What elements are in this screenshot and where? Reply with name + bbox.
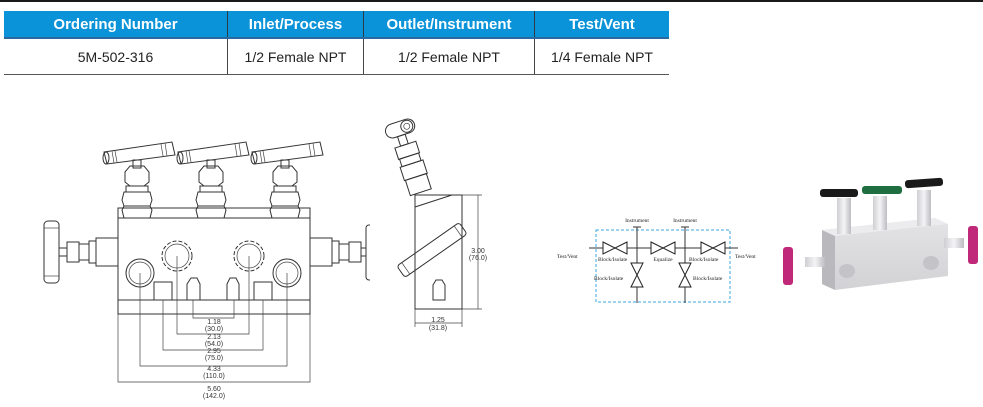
- handle-magenta-right: [968, 226, 978, 264]
- manifold-3d-handles: [783, 177, 978, 285]
- dimension-lines: [117, 256, 311, 383]
- top-rule: [0, 0, 983, 2]
- header-test-vent: Test/Vent: [534, 11, 669, 39]
- valve-bonnets: [121, 159, 301, 219]
- dim-4-inch: 4.33: [207, 366, 221, 373]
- handle-green-middle: [862, 186, 902, 194]
- header-ordering-number: Ordering Number: [4, 11, 228, 39]
- ordering-table: Ordering Number Inlet/Process Outlet/Ins…: [4, 11, 669, 75]
- dim-2-mm: (54.0): [205, 341, 223, 348]
- top-valve-handles: [102, 141, 324, 165]
- manifold-3d-render: [783, 177, 978, 290]
- label-block-isolate-top-right: Block/Isolate: [689, 257, 719, 263]
- table-row: 5M-502-316 1/2 Female NPT 1/2 Female NPT…: [4, 38, 669, 75]
- side-height-mm: (76.0): [469, 255, 487, 262]
- dim-2-inch: 2.13: [207, 334, 221, 341]
- manifold-3d-body: [822, 218, 948, 290]
- cell-inlet-process: 1/2 Female NPT: [227, 38, 364, 75]
- label-test-vent-left: Test/Vent: [557, 254, 578, 260]
- front-dimension-labels: 1.18 (30.0) 2.13 (54.0) 2.95 (75.0) 4.33…: [203, 319, 225, 400]
- front-view-drawing: 1.18 (30.0) 2.13 (54.0) 2.95 (75.0) 4.33…: [43, 141, 370, 400]
- handle-black-left: [820, 189, 858, 197]
- cell-outlet-instrument: 1/2 Female NPT: [363, 38, 535, 75]
- handle-black-right: [904, 177, 944, 189]
- side-valve-stem: [384, 118, 432, 197]
- cell-test-vent: 1/4 Female NPT: [534, 38, 669, 75]
- dim-5-inch: 5.60: [207, 386, 221, 393]
- dim-5-mm: (142.0): [203, 393, 225, 400]
- table-header-row: Ordering Number Inlet/Process Outlet/Ins…: [4, 11, 669, 39]
- label-block-isolate-bottom-right: Block/Isolate: [693, 276, 723, 282]
- side-width-inch: 1.25: [431, 317, 445, 324]
- label-equalize: Equalize: [653, 257, 673, 263]
- header-outlet-instrument: Outlet/Instrument: [363, 11, 535, 39]
- dim-3-mm: (75.0): [205, 355, 223, 362]
- side-handle: [397, 223, 467, 277]
- handle-magenta-left: [783, 247, 793, 285]
- label-block-isolate-top-left: Block/Isolate: [598, 257, 628, 263]
- label-block-isolate-bottom-left: Block/Isolate: [594, 276, 624, 282]
- side-height-inch: 3.00: [471, 248, 485, 255]
- right-side-valve: [309, 224, 370, 281]
- dim-1-mm: (30.0): [205, 326, 223, 333]
- schematic-boundary: [595, 229, 731, 303]
- manifold-3d-stems: [805, 190, 964, 267]
- side-width-mm: (31.8): [429, 325, 447, 332]
- left-side-valve: [43, 220, 119, 284]
- cell-ordering-number: 5M-502-316: [4, 38, 228, 75]
- label-instrument-left: Instrument: [625, 218, 649, 224]
- label-test-vent-right: Test/Vent: [735, 254, 756, 260]
- dim-3-inch: 2.95: [207, 348, 221, 355]
- label-instrument-right: Instrument: [673, 218, 697, 224]
- header-inlet-process: Inlet/Process: [227, 11, 364, 39]
- valve-schematic: Instrument Instrument Test/Vent Test/Ven…: [557, 218, 756, 303]
- dim-1-inch: 1.18: [207, 319, 221, 326]
- manifold-body-side: [414, 194, 463, 310]
- valve-symbols: [602, 241, 726, 288]
- side-view-drawing: 3.00 (76.0) 1.25 (31.8): [384, 118, 487, 332]
- dim-4-mm: (110.0): [203, 373, 225, 380]
